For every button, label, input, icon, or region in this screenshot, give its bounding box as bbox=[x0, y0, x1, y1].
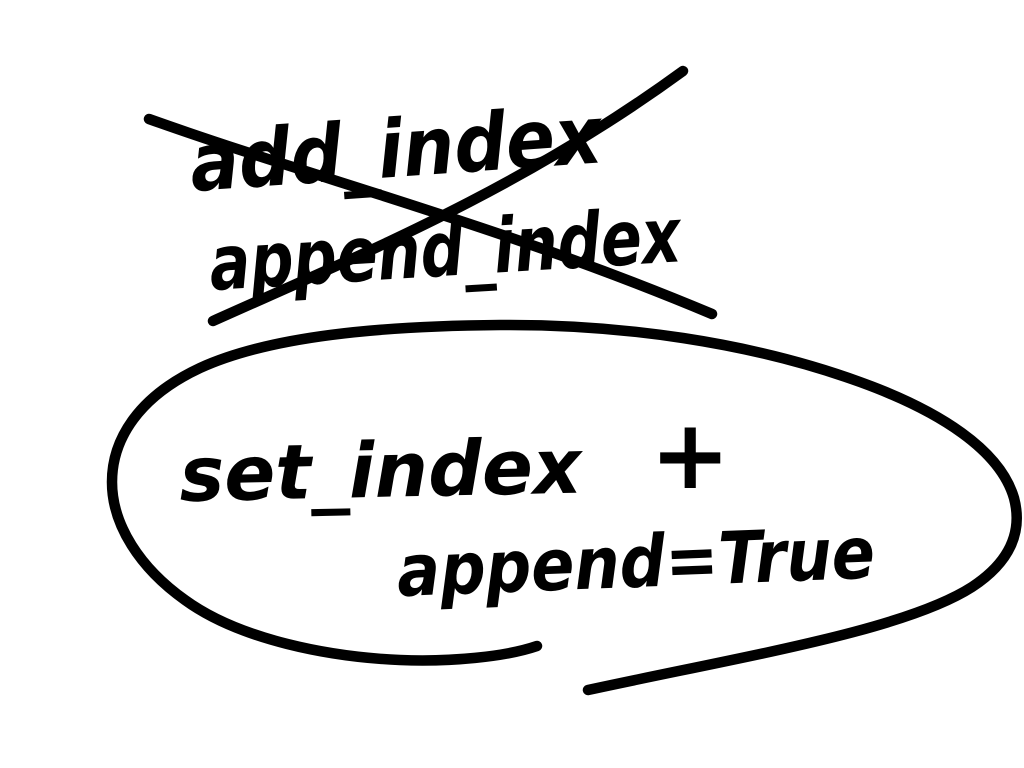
cross-out-stroke-ascending bbox=[207, 65, 689, 327]
selected-argument-text: append=True bbox=[395, 511, 876, 613]
cross-out-mark bbox=[143, 65, 718, 327]
plus-operator-text: + bbox=[650, 399, 730, 511]
cross-out-stroke-descending bbox=[143, 113, 718, 320]
selected-function-text: set_index bbox=[179, 422, 585, 519]
selection-circle-stroke bbox=[106, 319, 1022, 696]
